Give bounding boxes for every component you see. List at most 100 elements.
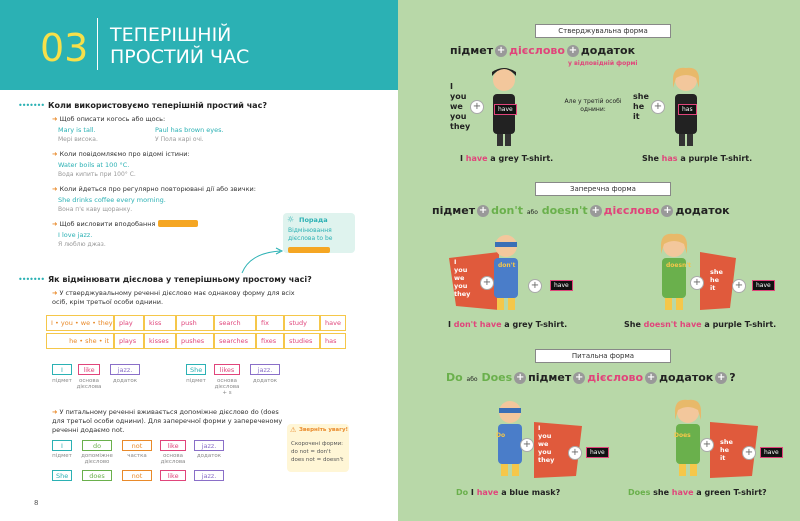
superhero-girl bbox=[660, 233, 736, 310]
table-cell: play bbox=[114, 315, 144, 331]
table-cell: has bbox=[320, 333, 346, 349]
verb-label: have bbox=[752, 280, 775, 291]
translation: Я люблю джаз. bbox=[58, 241, 106, 248]
shortforms-text: Скорочені форми: do not = don't does not… bbox=[291, 441, 344, 463]
table-cell: study bbox=[284, 315, 320, 331]
word-box: She bbox=[186, 364, 206, 375]
plus-icon: + bbox=[568, 446, 582, 460]
box-label: підмет bbox=[186, 378, 206, 384]
bubble-text: Do bbox=[496, 432, 506, 439]
word-box: jazz. bbox=[250, 364, 280, 375]
plus-icon: + bbox=[470, 100, 484, 114]
superhero-girl-question bbox=[674, 399, 758, 478]
plus-icon: + bbox=[514, 372, 527, 384]
affirm-formula: підмет+дієслово+додаток bbox=[450, 44, 636, 57]
chapter-title: ТЕПЕРІШНІЙ ПРОСТИЙ ЧАС bbox=[110, 24, 250, 68]
question-sentence-left: Do I have a blue mask? bbox=[456, 488, 561, 497]
table-cell: fixes bbox=[256, 333, 284, 349]
bubble-text: Does bbox=[674, 432, 691, 439]
verb-label: have bbox=[550, 280, 573, 291]
header-divider bbox=[97, 18, 98, 70]
plus-icon: + bbox=[573, 372, 586, 384]
bubble-text: don't bbox=[498, 262, 516, 269]
table-cell: kisses bbox=[144, 333, 176, 349]
table-row: I • you • we • they play kiss push searc… bbox=[46, 315, 346, 331]
translation: Вона п'є каву щоранку. bbox=[58, 206, 133, 213]
affirm-header: Стверджувальна форма bbox=[535, 24, 671, 38]
word-box: likes bbox=[214, 364, 240, 375]
translation: Мері висока. bbox=[58, 136, 98, 143]
table-cell: I • you • we • they bbox=[46, 315, 114, 331]
section1-question: Коли використовуємо теперішній простий ч… bbox=[48, 101, 267, 110]
bullet-4: ➜Щоб висловити вподобання bbox=[52, 220, 156, 228]
word-box: I bbox=[52, 440, 72, 451]
word-box: do bbox=[82, 440, 112, 451]
negative-formula: підмет+don't або doesn't+дієслово+додато… bbox=[432, 204, 730, 217]
bubble-text: doesn't bbox=[666, 262, 692, 269]
verb-label: have bbox=[586, 447, 609, 458]
example: Water boils at 100 °C. bbox=[58, 161, 130, 169]
dots-icon: ••••••• bbox=[18, 101, 45, 110]
left-page: 03 ТЕПЕРІШНІЙ ПРОСТИЙ ЧАС ••••••• Коли в… bbox=[0, 0, 398, 521]
right-page: Стверджувальна форма підмет+дієслово+дод… bbox=[398, 0, 800, 521]
example: She drinks coffee every morning. bbox=[58, 196, 166, 204]
tip-box: ☼ Порада Відмінювання дієслова to be bbox=[283, 213, 355, 253]
table-cell: searches bbox=[214, 333, 256, 349]
box-label: додаток bbox=[112, 378, 138, 384]
plus-icon: + bbox=[520, 438, 534, 452]
bullet-1: ➜Щоб описати когось або щось: bbox=[52, 115, 166, 123]
box-label: частка bbox=[127, 453, 147, 459]
verb-label: has bbox=[678, 104, 697, 115]
plus-icon: + bbox=[690, 276, 704, 290]
plus-icon: + bbox=[477, 205, 490, 217]
negative-sentence-right: She doesn't have a purple T-shirt. bbox=[624, 320, 777, 329]
plus-icon: + bbox=[732, 279, 746, 293]
box-label: підмет bbox=[52, 453, 72, 459]
word-box: like bbox=[160, 470, 186, 481]
table-cell: push bbox=[176, 315, 214, 331]
dots-icon: ••••••• bbox=[18, 275, 45, 284]
arrow-icon: ➜ bbox=[52, 289, 58, 297]
plus-icon: + bbox=[661, 205, 674, 217]
superhero-boy-question bbox=[498, 401, 582, 478]
arrow-icon: ➜ bbox=[52, 150, 58, 158]
chapter-header: 03 ТЕПЕРІШНІЙ ПРОСТИЙ ЧАС bbox=[0, 0, 398, 90]
table-cell: pushes bbox=[176, 333, 214, 349]
word-box: not bbox=[122, 440, 152, 451]
tag-badge bbox=[288, 247, 330, 253]
superhero-boy bbox=[449, 235, 518, 310]
word-box: She bbox=[52, 470, 72, 481]
plus-icon: + bbox=[715, 372, 728, 384]
table-cell: he • she • it bbox=[46, 333, 114, 349]
plus-icon: + bbox=[589, 205, 602, 217]
affirm-sub: у відповідній формі bbox=[568, 60, 638, 67]
tag-badge bbox=[158, 220, 198, 227]
box-label: основа дієслова + s bbox=[214, 378, 240, 396]
question-formula: Do або Does+підмет+дієслово+додаток+? bbox=[446, 371, 736, 384]
box-label: допоміжне дієслово bbox=[81, 453, 113, 465]
example: Paul has brown eyes. bbox=[155, 126, 224, 134]
shortforms-title: Зверніть увагу! bbox=[299, 427, 349, 433]
box-label: додаток bbox=[196, 453, 222, 459]
bullet-2: ➜Коли повідомляємо про відомі істини: bbox=[52, 150, 190, 158]
tip-text: Відмінювання дієслова to be bbox=[288, 227, 333, 242]
verb-label: have bbox=[494, 104, 517, 115]
arrow-icon: ➜ bbox=[52, 185, 58, 193]
box-label: підмет bbox=[52, 378, 72, 384]
arrow-icon: ➜ bbox=[52, 220, 58, 228]
example: Mary is tall. bbox=[58, 126, 96, 134]
word-box: I bbox=[52, 364, 72, 375]
plus-icon: + bbox=[645, 372, 658, 384]
word-box: not bbox=[122, 470, 152, 481]
word-box: does bbox=[82, 470, 112, 481]
negative-intro: ➜У питальному реченні вживається допоміж… bbox=[52, 408, 283, 434]
section2-question: Як відмінювати дієслова у теперішньому п… bbox=[48, 275, 312, 284]
translation: У Пола карі очі. bbox=[155, 136, 204, 143]
but-note: Але у третій особі однини: bbox=[564, 98, 622, 113]
table-cell: search bbox=[214, 315, 256, 331]
